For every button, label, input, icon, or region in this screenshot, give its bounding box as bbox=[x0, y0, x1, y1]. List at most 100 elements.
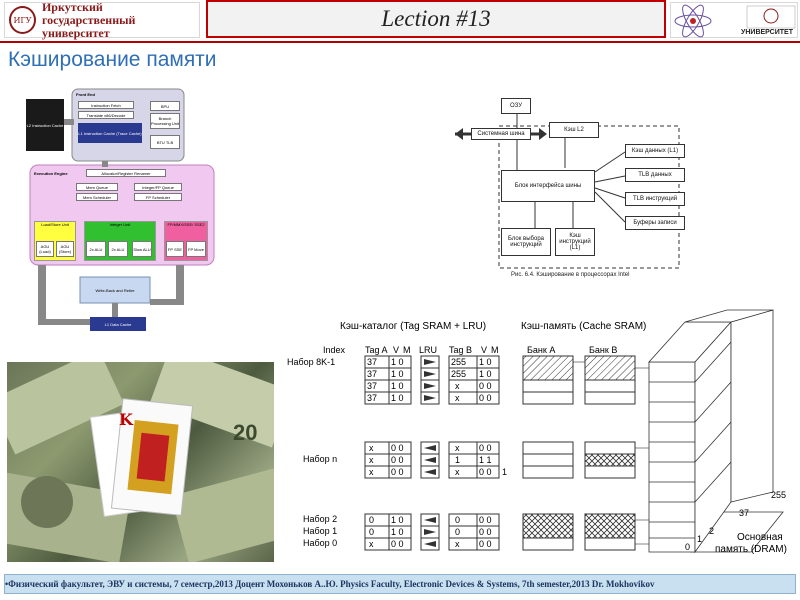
money-and-cards-photo: K 20 bbox=[7, 362, 274, 562]
tag-b-cell: 1 bbox=[455, 455, 460, 465]
right-logo-text: УНИВЕРСИТЕТ bbox=[741, 29, 793, 36]
tag-a-cell: 0 bbox=[369, 527, 374, 537]
footer-text: •Физический факультет, ЭВУ и системы, 7 … bbox=[5, 579, 655, 589]
vm-a-cell: 0 0 bbox=[391, 443, 404, 453]
tag-b-cell: 255 bbox=[451, 369, 466, 379]
cpu-mem-scheduler: Mem Scheduler bbox=[76, 193, 118, 201]
intel-cache-data: Кэш данных (L1) bbox=[625, 144, 685, 158]
cpu-l2-cache: L2 Instruction Cache bbox=[26, 99, 64, 151]
col-bank-a: Банк А bbox=[527, 345, 555, 355]
dram-index-1: 1 bbox=[697, 534, 702, 544]
vm-a-cell: 1 0 bbox=[391, 393, 404, 403]
footer-bar: •Физический факультет, ЭВУ и системы, 7 … bbox=[4, 574, 796, 594]
cache-memory-header: Кэш-память (Cache SRAM) bbox=[521, 321, 646, 332]
vm-a-cell: 0 0 bbox=[391, 467, 404, 477]
header-divider bbox=[0, 41, 800, 43]
intel-cache-diagram: ОЗУ Системная шина Кэш L2 Блок интерфейс… bbox=[455, 92, 685, 282]
col-bank-b: Банк В bbox=[589, 345, 617, 355]
intel-tlb-data: TLB данных bbox=[625, 168, 685, 182]
lecture-banner: Lection #13 bbox=[206, 0, 666, 38]
set-label-1: Набор 1 bbox=[303, 526, 337, 536]
col-index: Index bbox=[323, 345, 345, 355]
cpu-fetch: Instruction Fetch bbox=[78, 101, 134, 109]
vm-b-cell: 1 0 bbox=[479, 369, 492, 379]
cpu-architecture-diagram: L2 Instruction Cache Front End Instructi… bbox=[26, 85, 231, 335]
dram-index-2: 2 bbox=[709, 526, 714, 536]
vm-a-cell: 1 0 bbox=[391, 515, 404, 525]
cpu-fp2: FP Move bbox=[186, 241, 206, 257]
tag-a-cell: x bbox=[369, 467, 374, 477]
university-name-line1: Иркутский bbox=[42, 1, 199, 14]
lecture-label: Lection #13 bbox=[381, 6, 490, 32]
cpu-btu: BTU TLB bbox=[150, 135, 180, 149]
intel-caption: Рис. 6.4. Кэширование в процессорах Inte… bbox=[511, 272, 629, 278]
cpu-branch: Branch Processing Unit bbox=[150, 113, 180, 129]
cpu-mem-queue: Mem Queue bbox=[76, 183, 118, 191]
vm-b-cell: 0 0 bbox=[479, 539, 492, 549]
intel-fetch-unit: Блок выбора инструкций bbox=[501, 228, 551, 256]
vm-a-cell: 1 0 bbox=[391, 369, 404, 379]
tag-a-cell: 0 bbox=[369, 515, 374, 525]
vm-b-cell: 0 0 bbox=[479, 467, 492, 477]
faculty-logo: УНИВЕРСИТЕТ bbox=[670, 2, 798, 38]
vm-b-cell: 0 0 bbox=[479, 515, 492, 525]
tag-a-cell: 37 bbox=[367, 381, 377, 391]
tag-a-cell: x bbox=[369, 443, 374, 453]
col-v-a: V bbox=[393, 345, 399, 355]
cpu-l1-data: L1 Data Cache bbox=[90, 317, 146, 331]
banknote-denomination: 20 bbox=[233, 420, 257, 446]
col-tag-a: Tag A bbox=[365, 345, 388, 355]
dram-index-37: 37 bbox=[739, 508, 749, 518]
cpu-alu2: 2x ALU bbox=[108, 241, 128, 257]
vm-b-cell: 0 0 bbox=[479, 527, 492, 537]
set-label-first: Набор 8K-1 bbox=[287, 357, 335, 367]
cpu-fp1: FP SSE bbox=[166, 241, 184, 257]
intel-tlb-instr: TLB инструкций bbox=[625, 192, 685, 206]
page-title: Кэширование памяти bbox=[8, 48, 217, 72]
dram-label-line1: Основная bbox=[737, 532, 783, 543]
cpu-bpu: BPU bbox=[150, 101, 180, 111]
tag-b-cell: 255 bbox=[451, 357, 466, 367]
intel-ozu: ОЗУ bbox=[501, 98, 531, 114]
set-label-0: Набор 0 bbox=[303, 538, 337, 548]
col-tag-b: Tag B bbox=[449, 345, 472, 355]
cpu-allocator: Allocator/Register Renamer bbox=[86, 169, 166, 177]
tag-b-cell: 0 bbox=[455, 527, 460, 537]
tag-b-cell: x bbox=[455, 381, 460, 391]
vm-b-cell: 1 1 bbox=[479, 455, 492, 465]
cpu-agu2: AGU (Store) bbox=[56, 241, 74, 257]
intel-l2: Кэш L2 bbox=[549, 122, 599, 138]
cache-diagram-shapes bbox=[283, 302, 800, 564]
intel-system-bus: Системная шина bbox=[471, 128, 531, 140]
dram-index-0: 0 bbox=[685, 542, 690, 552]
cpu-trace-cache: L1 Instruction Cache (Trace Cache) bbox=[78, 123, 142, 143]
university-seal-icon: ИГУ bbox=[9, 6, 36, 34]
university-name-line2: государственный университет bbox=[42, 14, 199, 40]
cache-set-associative-diagram: Кэш-каталог (Tag SRAM + LRU) Кэш-память … bbox=[283, 302, 800, 564]
tag-b-cell: 0 bbox=[455, 515, 460, 525]
small-marker: 1 bbox=[502, 467, 507, 477]
vm-b-cell: 0 0 bbox=[479, 393, 492, 403]
col-v-b: V bbox=[481, 345, 487, 355]
cpu-slow-alu: Slow ALU bbox=[132, 241, 152, 257]
tag-b-cell: x bbox=[455, 443, 460, 453]
tag-a-cell: 37 bbox=[367, 393, 377, 403]
vm-a-cell: 0 0 bbox=[391, 455, 404, 465]
tag-b-cell: x bbox=[455, 467, 460, 477]
tag-a-cell: 37 bbox=[367, 369, 377, 379]
cpu-agu1: AGU (Load) bbox=[36, 241, 54, 257]
university-logo: ИГУ Иркутский государственный университе… bbox=[4, 2, 200, 38]
col-m-b: M bbox=[491, 345, 499, 355]
vm-a-cell: 1 0 bbox=[391, 381, 404, 391]
set-label-2: Набор 2 bbox=[303, 514, 337, 524]
vm-a-cell: 1 0 bbox=[391, 527, 404, 537]
tag-b-cell: x bbox=[455, 539, 460, 549]
dram-label-line2: память (DRAM) bbox=[715, 544, 787, 555]
cpu-front-end-label: Front End bbox=[76, 91, 136, 97]
cpu-int-queue: Integer/FP Queue bbox=[134, 183, 182, 191]
vm-b-cell: 1 0 bbox=[479, 357, 492, 367]
cpu-fp-scheduler: FP Scheduler bbox=[134, 193, 182, 201]
cpu-decode: Translate x86/Decode bbox=[78, 111, 134, 119]
cache-catalog-header: Кэш-каталог (Tag SRAM + LRU) bbox=[340, 321, 486, 332]
dram-index-255: 255 bbox=[771, 490, 786, 500]
